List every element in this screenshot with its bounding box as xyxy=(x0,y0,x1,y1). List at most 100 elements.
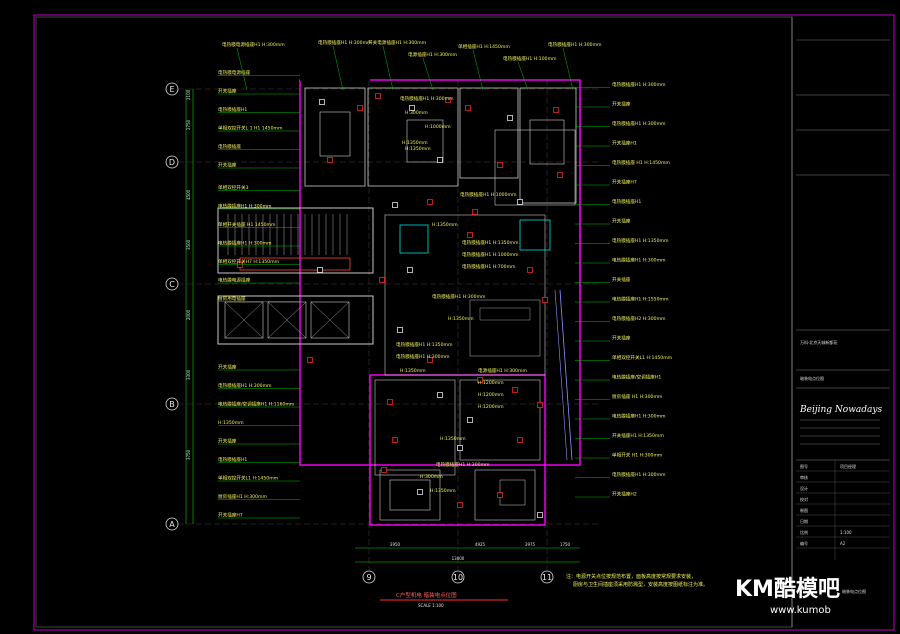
bottom-dim-value: 1750 xyxy=(560,542,571,547)
left-callout: 开关插座H7 xyxy=(218,512,243,519)
outlet-symbol xyxy=(357,105,363,111)
title-field-label: 审核 xyxy=(800,474,808,480)
outlet-symbol xyxy=(379,277,385,283)
left-callout: 开关插座 xyxy=(218,364,237,371)
axis-bubble xyxy=(165,82,179,96)
center-callout: H:1200mm xyxy=(478,380,504,386)
elevator-x xyxy=(310,301,350,339)
outlet-symbol xyxy=(477,377,483,383)
elevator-core xyxy=(217,295,374,345)
master-bath xyxy=(459,379,541,461)
outlet-symbol xyxy=(512,387,518,393)
right-callout: 开关插座H1 xyxy=(612,140,637,147)
outlet-symbol xyxy=(397,327,403,333)
right-callout: 电热膜插座/空调插座H1 xyxy=(612,374,661,381)
left-dim-value: 2000 xyxy=(186,309,191,320)
axis-bubble xyxy=(165,397,179,411)
axis-col-label: 9 xyxy=(366,573,371,582)
cabinet xyxy=(519,219,551,251)
leader-line xyxy=(382,45,394,91)
bath-top xyxy=(459,87,519,179)
elevator-2 xyxy=(267,301,307,339)
center-callout: 电热膜插座H1 H:1000mm xyxy=(460,191,517,198)
outlet-symbol xyxy=(465,105,471,111)
center-callout: H:1200mm xyxy=(478,404,504,410)
outlet-symbol xyxy=(427,357,433,363)
outlet-symbol xyxy=(542,297,548,303)
top-callout: 开关电源插座H1 H:300mm xyxy=(368,39,427,46)
center-callout: 电热膜插座H1 H:300mm xyxy=(400,95,454,102)
outlet-symbol xyxy=(467,417,473,423)
left-callout: 单相双控开关H7 H:1350mm xyxy=(218,258,280,265)
outlet-symbol xyxy=(527,267,533,273)
left-callout: 电热膜插座H1 H:300mm xyxy=(218,240,272,247)
center-callout: H:1350mm xyxy=(430,488,456,494)
axis-row-label: D xyxy=(169,158,175,167)
left-callout: 电热膜电源插座 xyxy=(218,69,251,76)
axis-row-label: E xyxy=(169,85,174,94)
center-callout: H:1350mm xyxy=(402,140,428,146)
outlet-symbol xyxy=(237,262,243,268)
center-callout: 电热膜插座H1 H:1350mm xyxy=(462,239,519,246)
left-dim-value: 3300 xyxy=(186,369,191,380)
axis-col-label: 10 xyxy=(453,573,463,582)
bedroom-mid xyxy=(367,87,459,187)
bed-2 xyxy=(406,119,444,163)
dining-table xyxy=(469,299,541,357)
watermark-logo: KM酷模吧 xyxy=(735,577,840,602)
left-callout: 电热膜插座H1 xyxy=(218,456,247,463)
right-callout: 开关插座 xyxy=(612,276,631,283)
right-callout: 电热膜插座H1 xyxy=(612,198,641,205)
title-field-value: 项目经理 xyxy=(840,463,856,469)
outlet-symbol xyxy=(392,202,398,208)
right-callout: 开关插座 xyxy=(612,335,631,342)
outlet-symbol xyxy=(497,162,503,168)
left-callout: 单相双控开关L1 H:1450mm xyxy=(218,475,279,482)
center-callout: 电热膜插座H1 H:700mm xyxy=(462,263,516,270)
outlet-symbol xyxy=(507,115,513,121)
center-callout: H:1350mm xyxy=(432,222,458,228)
left-callout: 开关插座 xyxy=(218,438,237,445)
left-callout: 电热膜插座 xyxy=(218,143,241,150)
wardrobe xyxy=(494,129,576,206)
top-callout: 电热膜电源插座H1 H:300mm xyxy=(222,41,285,48)
dining-chairs xyxy=(479,307,531,321)
outlet-symbol xyxy=(307,357,313,363)
leader-line xyxy=(422,57,434,91)
axis-bubble xyxy=(451,570,465,584)
axis-row-label: C xyxy=(169,280,175,289)
right-callout: 开关插座H1 H:1350mm xyxy=(612,432,664,439)
facade-line xyxy=(559,289,573,461)
facade-line xyxy=(554,289,568,461)
title-field-label: 编号 xyxy=(800,540,808,546)
right-callout: 开关插座 xyxy=(612,218,631,225)
right-callout: 开关插座H2 xyxy=(612,491,637,498)
outlet-symbol xyxy=(437,392,443,398)
axis-row-label: A xyxy=(169,520,175,529)
outlet-symbol xyxy=(319,99,325,105)
elevator-1 xyxy=(224,301,264,339)
left-dim-value: 3750 xyxy=(186,449,191,460)
left-callout: 开关插座 xyxy=(218,162,237,169)
outlet-symbol xyxy=(497,492,503,498)
left-callout: 电热膜插座H1 H:300mm xyxy=(218,382,272,389)
title-block: 万科·北京天城新都苑暗装电点位图Beijing Nowadays图号项目经理审核… xyxy=(796,39,890,560)
right-callout: 电热膜插座 H1 H:1450mm xyxy=(612,159,670,166)
tub xyxy=(499,479,526,506)
title-field-value: A2 xyxy=(840,541,846,546)
outlet-symbol xyxy=(417,489,423,495)
top-callout: 电源插座H1 H:300mm xyxy=(408,51,457,58)
center-callout: H:1000mm xyxy=(425,124,451,130)
study xyxy=(374,379,456,476)
leader-line xyxy=(562,47,574,91)
right-callout: 电热膜插座H1 H:300mm xyxy=(612,471,666,478)
center-callout: 电热膜插座H1 H:300mm xyxy=(432,293,486,300)
right-callout: 电热膜插座H1 H:300mm xyxy=(612,120,666,127)
project-name: 万科·北京天城新都苑 xyxy=(800,339,837,345)
title-field-label: 日期 xyxy=(800,518,808,524)
outlet-symbol xyxy=(517,437,523,443)
left-callout: 开关插座 xyxy=(218,88,237,95)
outlet-symbol xyxy=(467,232,473,238)
outlet-symbol xyxy=(517,199,523,205)
